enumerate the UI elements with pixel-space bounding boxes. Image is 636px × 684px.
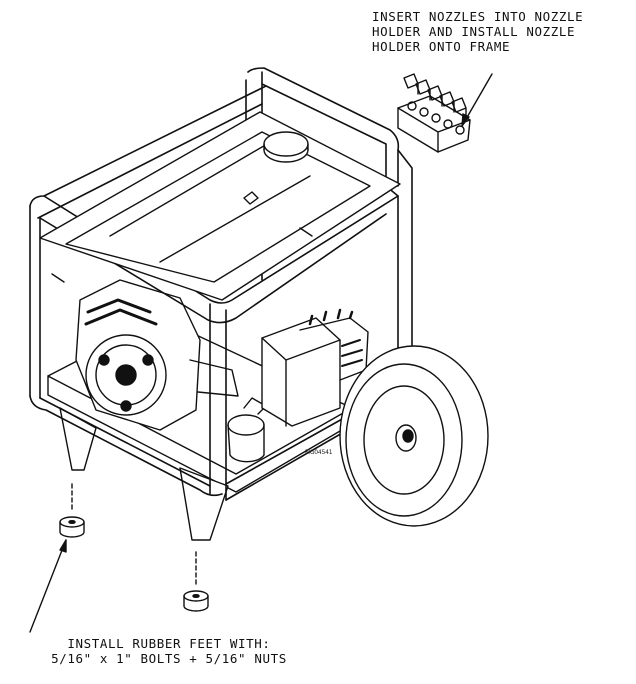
feet-instruction-line-2: 5/16" x 1" BOLTS + 5/16" NUTS <box>51 651 287 666</box>
feet-instruction: INSTALL RUBBER FEET WITH:5/16" x 1" BOLT… <box>4 636 334 666</box>
wheel <box>339 345 489 527</box>
nozzle-instruction-line-3: HOLDER ONTO FRAME <box>372 39 511 54</box>
engine <box>75 279 267 463</box>
rubber-foot-right <box>183 551 209 612</box>
feet-instruction-line-1: INSTALL RUBBER FEET WITH: <box>67 636 271 651</box>
figure-id: FIG04541 <box>305 449 333 456</box>
nozzle-holder <box>397 73 493 153</box>
nozzle-instruction-line-2: HOLDER AND INSTALL NOZZLE <box>372 24 576 39</box>
feet-leader-line <box>29 539 67 633</box>
nozzle-set <box>403 73 467 135</box>
fuel-tank <box>39 111 401 301</box>
nozzle-instruction-line-1: INSERT NOZZLES INTO NOZZLE <box>372 9 584 24</box>
rubber-foot-left <box>59 483 85 538</box>
alternator <box>261 308 369 427</box>
